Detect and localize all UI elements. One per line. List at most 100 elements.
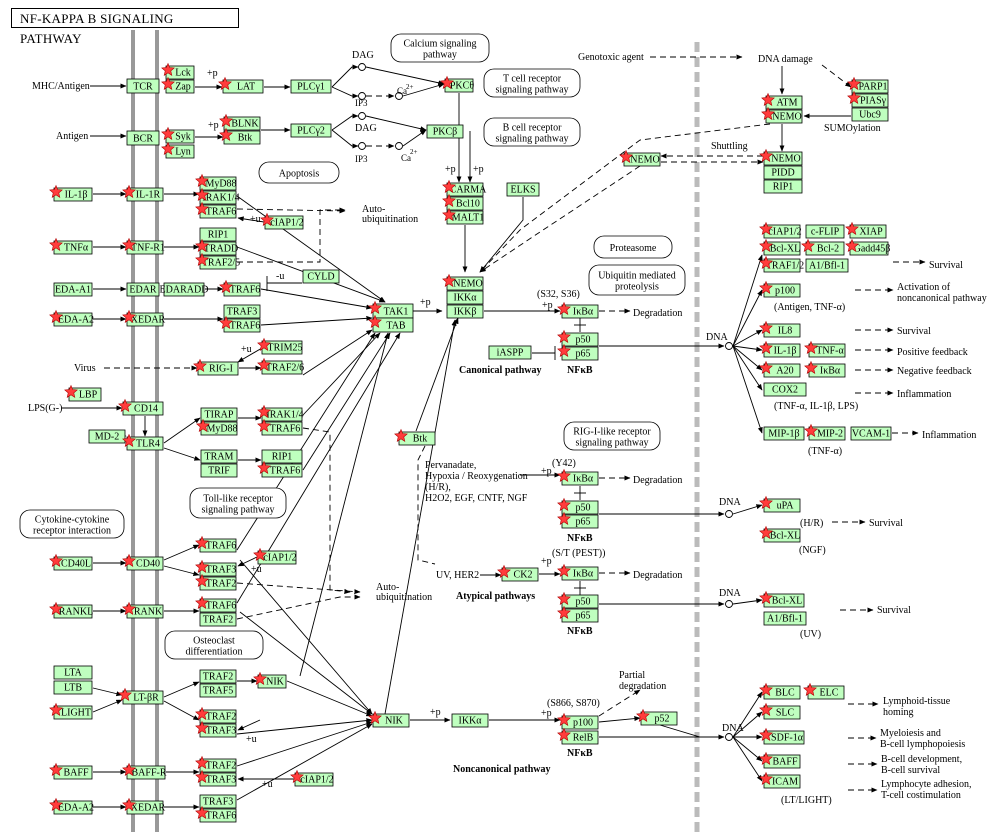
gene-ck2[interactable]: CK2 (497, 564, 539, 582)
gene-light[interactable]: LIGHT (49, 702, 93, 720)
gene-ikba3[interactable]: IκBα (557, 563, 599, 581)
gene-nemo1[interactable]: NEMO (761, 106, 803, 124)
gene-traf3a[interactable]: TRAF3 (223, 304, 261, 319)
gene-tnfa[interactable]: TNFα (49, 237, 93, 255)
gene-edaradd[interactable]: EDARADD (160, 282, 209, 297)
gene-p100b[interactable]: p100 (759, 280, 801, 298)
gene-nik2[interactable]: NIK (368, 710, 410, 728)
gene-ikba2[interactable]: IκBα (557, 468, 599, 486)
gene-upa[interactable]: uPA (759, 495, 801, 513)
gene-ciap12b[interactable]: cIAP1/2 (253, 547, 297, 565)
gene-p65c[interactable]: p65 (557, 605, 599, 623)
gene-il1r[interactable]: IL-1R (122, 184, 164, 202)
gene-carma[interactable]: CARMA (442, 179, 487, 197)
gene-tab[interactable]: TAB (368, 314, 414, 333)
gene-lbp[interactable]: LBP (64, 384, 102, 402)
gene-cd40[interactable]: CD40 (122, 553, 164, 571)
gene-btk2[interactable]: Btk (394, 428, 436, 446)
gene-ikkb[interactable]: IKKβ (446, 304, 484, 319)
gene-elc[interactable]: ELC (803, 682, 845, 700)
gene-bcl2[interactable]: Bcl-2 (801, 238, 845, 256)
gene-traf2d[interactable]: TRAF2 (199, 669, 237, 684)
gene-traf2f[interactable]: TRAF2 (195, 755, 237, 773)
gene-traf2b[interactable]: TRAF2/6 (257, 357, 304, 375)
gene-lta[interactable]: LTA (53, 665, 93, 680)
gene-tcr[interactable]: TCR (126, 78, 160, 94)
gene-plcg2[interactable]: PLCγ2 (290, 123, 332, 138)
gene-rankl[interactable]: RANKL (49, 601, 93, 619)
gene-plcg1[interactable]: PLCγ1 (290, 79, 332, 94)
gene-tnfr1[interactable]: TNF-R1 (122, 237, 165, 255)
gene-baffr[interactable]: BAFF-R (122, 762, 167, 780)
gene-mip2[interactable]: MIP-2 (804, 423, 846, 441)
gene-nemo2[interactable]: NEMO (619, 149, 661, 167)
gene-myd88b[interactable]: MyD88 (196, 418, 238, 436)
gene-bclxl1[interactable]: Bcl-XL (759, 238, 801, 256)
gene-atm1[interactable]: ATM (761, 92, 803, 110)
gene-vcam1[interactable]: VCAM-1 (850, 426, 892, 441)
gene-parp1[interactable]: PARP1 (847, 76, 889, 94)
gene-il8[interactable]: IL8 (759, 320, 801, 338)
gene-traf6h[interactable]: TRAF6 (195, 805, 237, 823)
gene-nemo4[interactable]: NEMO (442, 273, 484, 291)
gene-rigi[interactable]: RIG-I (193, 358, 239, 376)
gene-tnfa2[interactable]: TNF-α (804, 340, 846, 358)
gene-ltbr[interactable]: LT-βR (118, 687, 164, 705)
gene-iaspp[interactable]: iASPP (488, 345, 532, 360)
gene-blc[interactable]: BLC (759, 682, 801, 700)
gene-traf6f[interactable]: TRAF6 (195, 535, 237, 553)
gene-pkcb[interactable]: PKCβ (426, 124, 464, 139)
gene-blnk[interactable]: BLNK (219, 113, 261, 131)
gene-nik1[interactable]: NIK (253, 671, 287, 689)
gene-ciap12a[interactable]: cIAP1/2 (260, 212, 304, 230)
gene-relb[interactable]: RelB (557, 727, 599, 745)
gene-ciap12c[interactable]: cIAP1/2 (290, 769, 334, 787)
gene-bcr[interactable]: BCR (126, 130, 160, 146)
gene-myd88a[interactable]: MyD88 (195, 173, 237, 191)
gene-baff2[interactable]: BAFF (759, 751, 801, 769)
gene-xedar1[interactable]: XEDAR (122, 309, 166, 327)
gene-traf6a[interactable]: TRAF6 (195, 201, 237, 219)
gene-xedar2[interactable]: XEDAR (122, 797, 166, 815)
gene-ikka2[interactable]: IKKα (451, 713, 489, 728)
gene-rip1c[interactable]: RIP1 (261, 449, 303, 464)
gene-bclxl2[interactable]: Bcl-XL (759, 525, 801, 543)
gene-edar[interactable]: EDAR (126, 282, 160, 297)
gene-traf3e[interactable]: TRAF3 (199, 794, 237, 809)
gene-cd40l[interactable]: CD40L (49, 553, 93, 571)
gene-traf3b[interactable]: TRAF3 (195, 559, 237, 577)
gene-traf25[interactable]: TRAF2/5 (195, 252, 240, 270)
gene-bclxl3[interactable]: Bcl-XL (759, 590, 805, 608)
gene-traf2c[interactable]: TRAF2 (199, 612, 237, 627)
gene-p50c[interactable]: p50 (557, 591, 599, 609)
gene-cyld[interactable]: CYLD (302, 269, 340, 284)
gene-tlr4[interactable]: TLR4 (122, 433, 164, 451)
gene-syk[interactable]: Syk (161, 126, 195, 144)
pathway-link-apoptosis[interactable]: Apoptosis (258, 161, 340, 184)
gene-tak1[interactable]: TAK1 (368, 300, 414, 319)
gene-a20[interactable]: A20 (759, 360, 801, 378)
gene-piasy[interactable]: PIASγ (847, 90, 889, 108)
gene-traf6e[interactable]: TRAF6 (257, 460, 303, 478)
gene-traf6c[interactable]: TRAF6 (219, 315, 261, 333)
gene-traf3d[interactable]: TRAF3 (195, 769, 237, 787)
gene-icam[interactable]: ICAM (759, 771, 801, 789)
gene-ikka[interactable]: IKKα (446, 290, 484, 305)
gene-cd14[interactable]: CD14 (118, 398, 164, 416)
gene-ltb[interactable]: LTB (53, 680, 93, 695)
gene-md2[interactable]: MD-2 (88, 429, 126, 444)
gene-malt1[interactable]: MALT1 (442, 207, 484, 225)
gene-il1b2[interactable]: IL-1β (759, 340, 801, 358)
gene-ubc9[interactable]: Ubc9 (851, 107, 889, 122)
gene-traf12[interactable]: TRAF1/2 (759, 255, 804, 273)
gene-traf6d[interactable]: TRAF6 (257, 418, 303, 436)
gene-elks[interactable]: ELKS (506, 182, 540, 197)
gene-traf3c[interactable]: TRAF3 (195, 720, 237, 738)
gene-ikba4[interactable]: IκBα (804, 360, 846, 378)
gene-irak14a[interactable]: IRAK1/4 (195, 187, 240, 205)
gene-mip1b[interactable]: MIP-1β (763, 426, 805, 441)
gene-slc[interactable]: SLC (759, 702, 801, 720)
